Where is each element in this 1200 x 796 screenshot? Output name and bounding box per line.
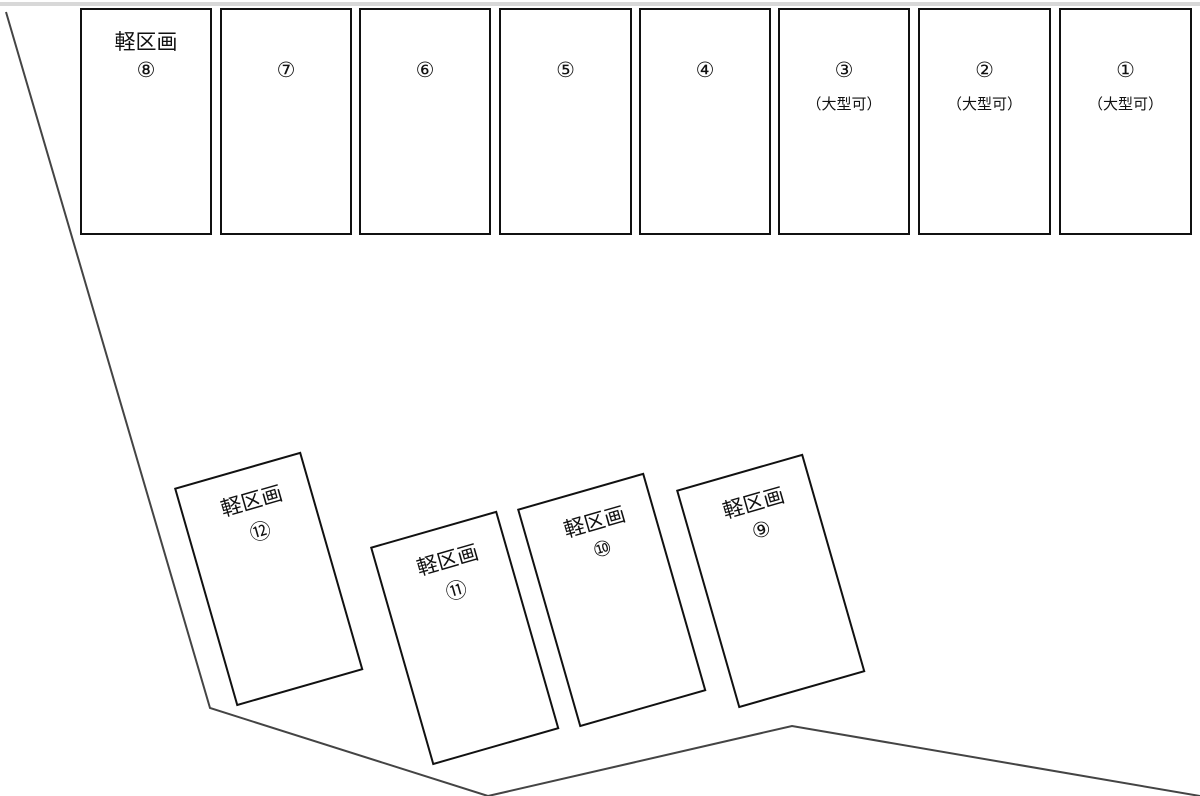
- stall-number: ⑦: [276, 58, 296, 82]
- stall-number: ⑥: [415, 58, 435, 82]
- stall-5: ⑤: [499, 8, 632, 235]
- large-vehicle-note: （大型可）: [946, 95, 1022, 113]
- stall-number: ⑤: [556, 58, 575, 82]
- large-vehicle-note: （大型可）: [806, 95, 882, 113]
- stall-number: ①: [1116, 58, 1135, 82]
- stall-8: 軽区画 ⑧: [80, 8, 212, 235]
- stall-4: ④: [639, 8, 771, 235]
- stall-3: ③ （大型可）: [778, 8, 910, 235]
- stall-number: ②: [975, 58, 994, 82]
- stall-number: ④: [695, 58, 715, 82]
- large-vehicle-note: （大型可）: [1087, 95, 1163, 113]
- stall-6: ⑥: [359, 8, 491, 235]
- stall-number: ⑧: [136, 58, 156, 82]
- stall-1: ① （大型可）: [1059, 8, 1192, 235]
- stall-2: ② （大型可）: [918, 8, 1051, 235]
- lot-boundary-line: [5, 11, 1200, 796]
- stall-number: ③: [834, 58, 854, 82]
- stall-7: ⑦: [220, 8, 352, 235]
- top-boundary-line: [0, 2, 1200, 6]
- kei-label: 軽区画: [114, 30, 178, 54]
